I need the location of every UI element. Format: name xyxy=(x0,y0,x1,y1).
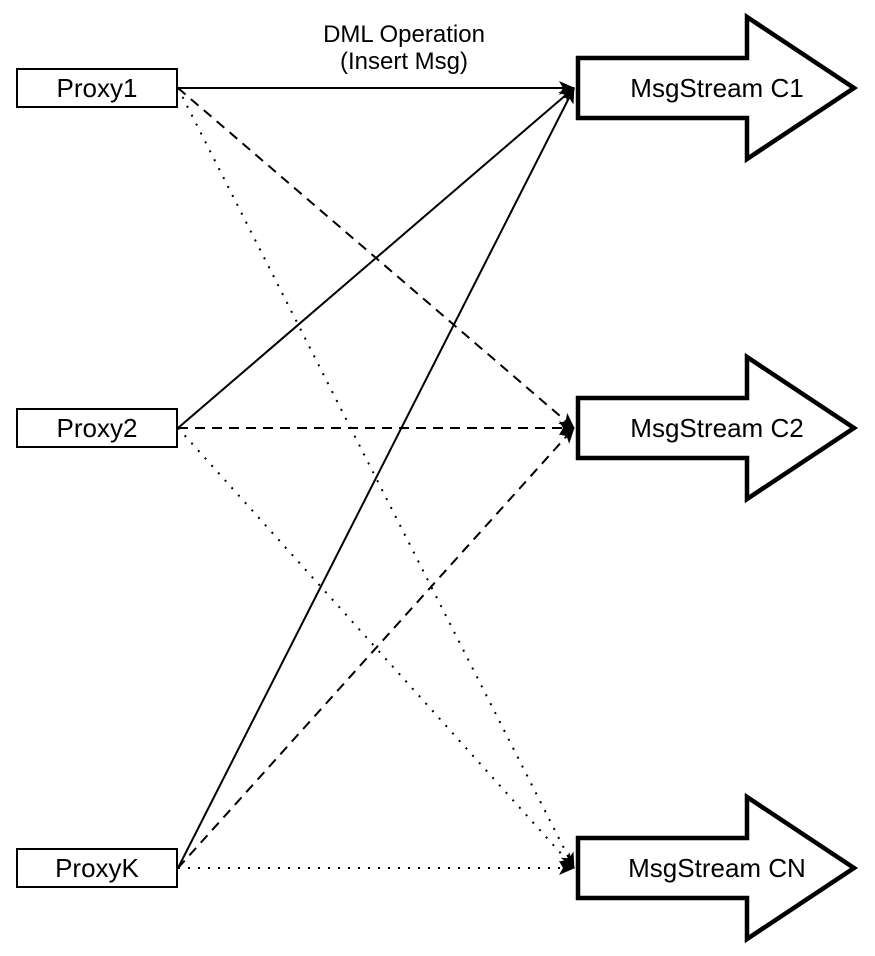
msgstream-c2-arrow-shape xyxy=(575,352,859,504)
edge-annotation: DML Operation (Insert Msg) xyxy=(244,21,564,75)
msgstream-cn-arrow-shape xyxy=(575,792,859,944)
edge-annotation-line-1: DML Operation xyxy=(323,21,485,48)
node-proxyk: ProxyK xyxy=(16,848,178,888)
edges-group xyxy=(177,81,575,875)
msgstream-c1-arrow-shape xyxy=(575,12,859,164)
edge-proxyk-c1 xyxy=(177,87,575,869)
node-proxy2: Proxy2 xyxy=(16,408,178,448)
proxy1-label: Proxy1 xyxy=(56,73,138,103)
edge-proxy2-c1 xyxy=(177,87,575,429)
edge-proxyk-c2 xyxy=(177,427,575,869)
node-proxy1: Proxy1 xyxy=(16,68,178,108)
edge-annotation-line-2: (Insert Msg) xyxy=(339,48,468,75)
proxyk-label: ProxyK xyxy=(55,853,139,883)
proxy2-label: Proxy2 xyxy=(56,413,138,443)
